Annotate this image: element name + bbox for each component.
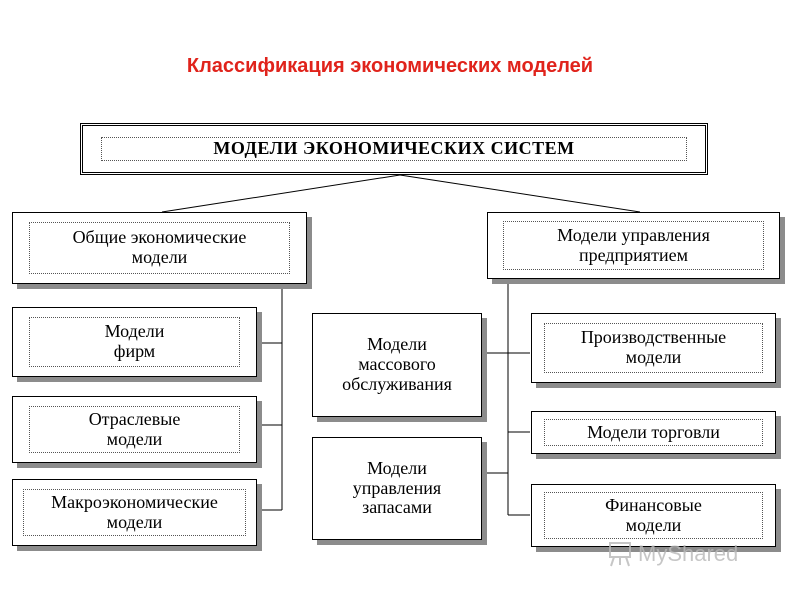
finance-models-label: Финансовые модели [544,492,763,539]
connector-root-right [399,174,641,213]
watermark: MyShared [608,538,778,570]
slide-title: Классификация экономических моделей [186,55,594,77]
inventory-models-box: Модели управления запасами [312,437,482,540]
inventory-models-label: Модели управления запасами [352,457,442,518]
macro-models-label: Макроэкономические модели [23,489,246,536]
mass-service-models-label: Модели массового обслуживания [342,334,452,394]
general-models-box: Общие экономические модели [12,212,307,284]
mass-service-models-box: Модели массового обслуживания [312,313,482,417]
watermark-text: MyShared [638,541,739,566]
production-models-label: Производственные модели [544,323,763,373]
finance-models-box: Финансовые модели [531,484,776,547]
macro-models-box: Макроэкономические модели [12,479,257,546]
trade-models-box: Модели торговли [531,411,776,454]
enterprise-management-label: Модели управления предприятием [503,221,764,270]
firm-models-label: Модели фирм [29,317,240,367]
connector-root-left [161,174,401,213]
trade-models-label: Модели торговли [544,419,763,446]
general-models-label: Общие экономические модели [29,222,290,274]
firm-models-box: Модели фирм [12,307,257,377]
production-models-box: Производственные модели [531,313,776,383]
industry-models-box: Отраслевые модели [12,396,257,463]
presentation-board-icon [608,541,632,567]
enterprise-management-box: Модели управления предприятием [487,212,780,279]
root-label: МОДЕЛИ ЭКОНОМИЧЕСКИХ СИСТЕМ [101,137,687,161]
root-box: МОДЕЛИ ЭКОНОМИЧЕСКИХ СИСТЕМ [80,123,708,175]
industry-models-label: Отраслевые модели [29,406,240,453]
